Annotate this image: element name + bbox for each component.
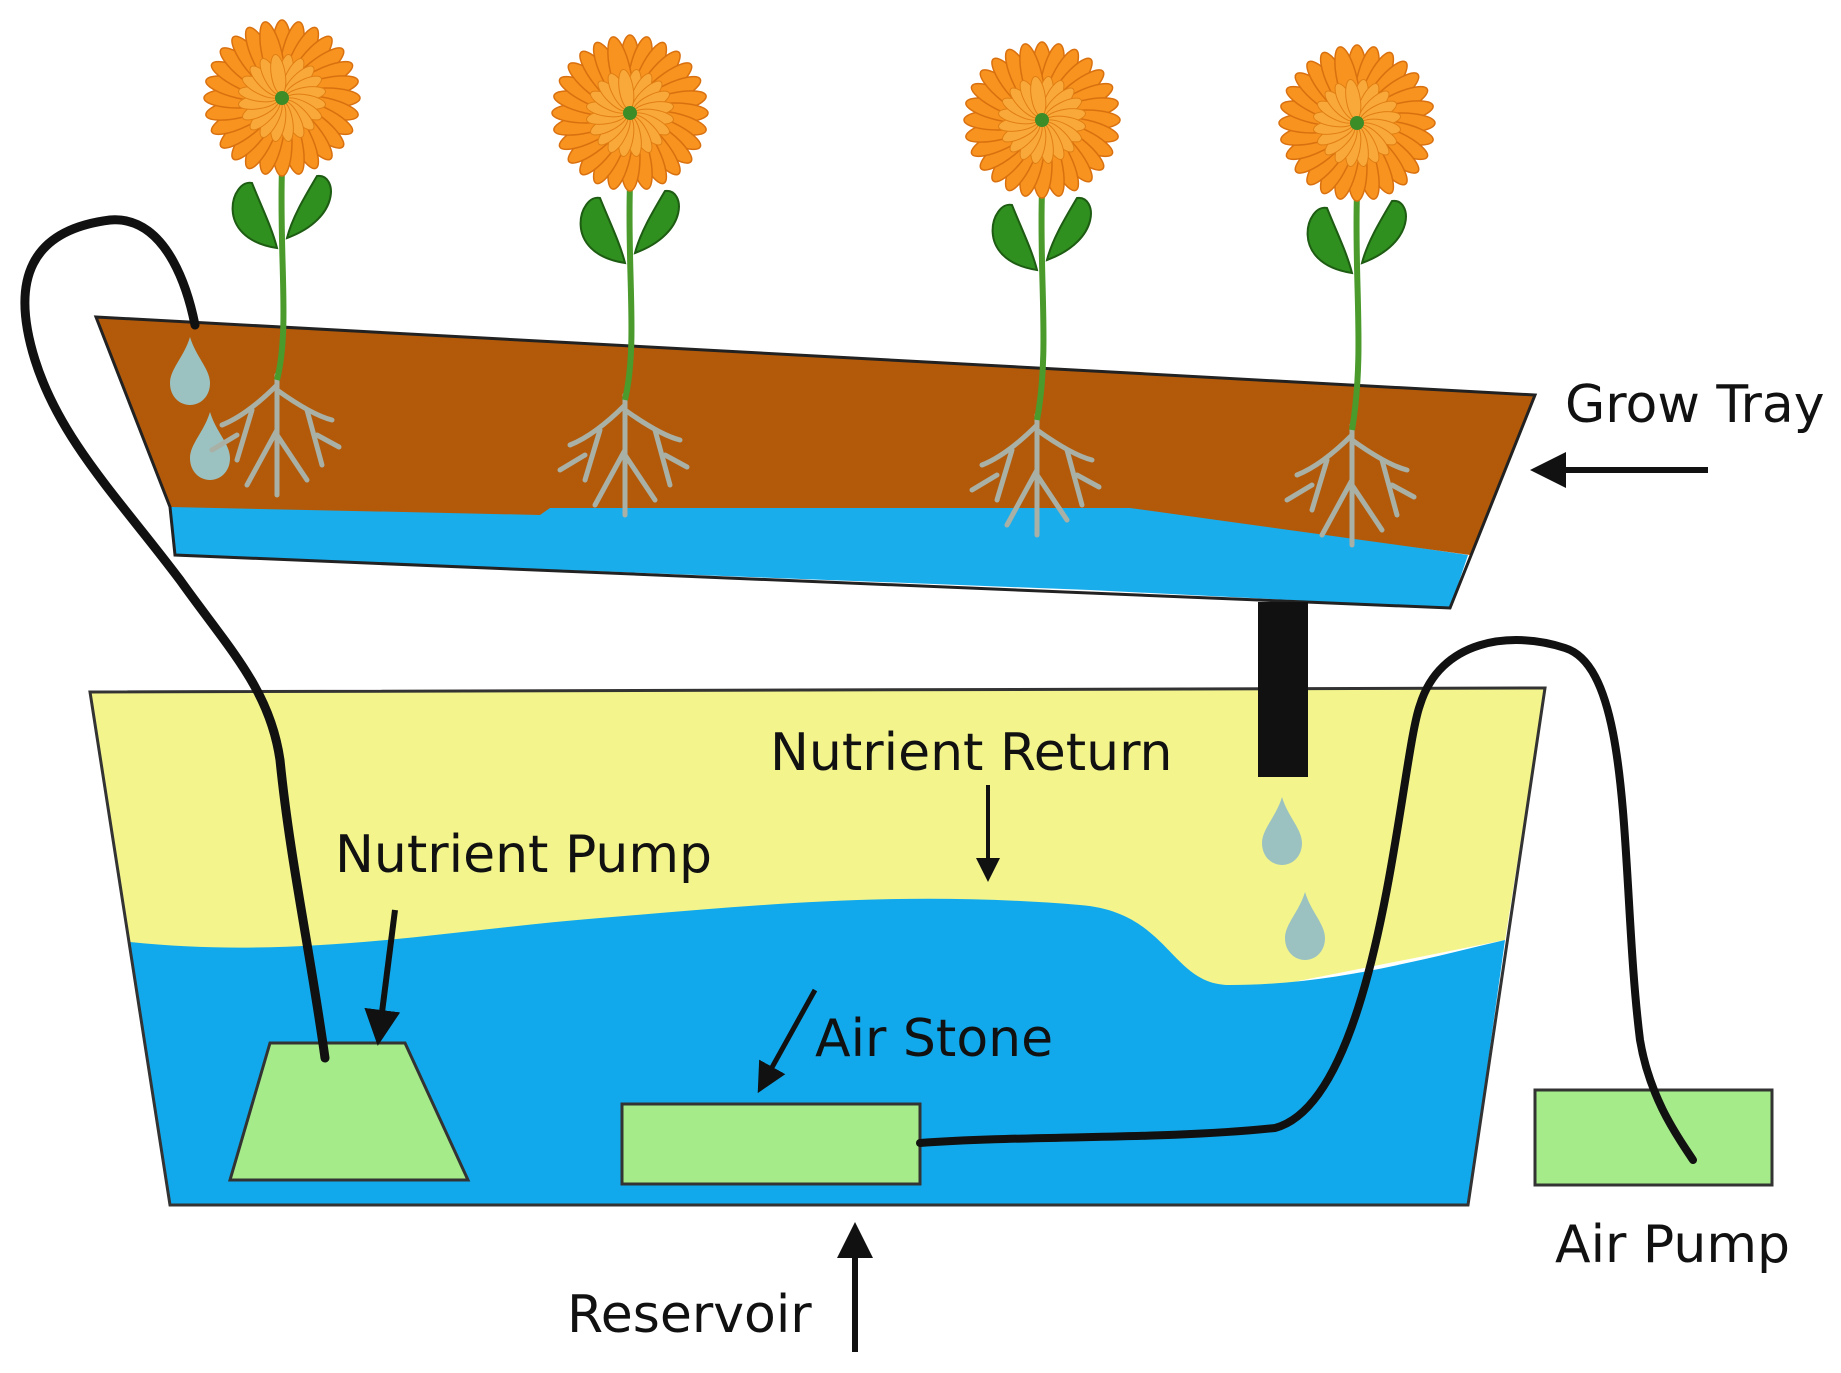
plant-roots (969, 412, 1102, 538)
grow-tray (93, 315, 1538, 610)
leaf-icon (633, 189, 680, 255)
plant (1278, 44, 1436, 548)
plant-stem (622, 182, 635, 401)
grow-tray-water (170, 505, 1468, 608)
plant (203, 19, 361, 498)
leaf-icon (579, 196, 627, 265)
grow-tray-label: Grow Tray (1565, 375, 1825, 435)
nutrient-pump-arrow (364, 909, 401, 1046)
plant (963, 41, 1121, 538)
plant-stem (1034, 189, 1047, 421)
reservoir-outline (88, 686, 1547, 1207)
air-stone (620, 1102, 922, 1186)
flower-icon (551, 34, 709, 192)
reservoir (88, 686, 1547, 1207)
plant-roots (1284, 422, 1417, 548)
nutrient-return-pipe (1258, 602, 1308, 777)
flower-icon (963, 41, 1121, 199)
leaf-icon (991, 203, 1039, 272)
air-stone-label: Air Stone (815, 1009, 1053, 1069)
plant (551, 34, 709, 518)
reservoir-water-layer (130, 898, 1505, 1205)
plant-roots (557, 392, 690, 518)
leaf-icon (285, 174, 332, 240)
nutrient-pump-label: Nutrient Pump (335, 825, 712, 885)
leaf-icon (1045, 196, 1092, 262)
nutrient-return-label: Nutrient Return (770, 723, 1173, 783)
air-pump (1533, 1088, 1774, 1187)
air-pump-label: Air Pump (1555, 1215, 1790, 1275)
water-drop-icon (190, 412, 230, 480)
plant-roots (209, 372, 342, 498)
grow-tray-outline (93, 315, 1538, 610)
air-stone-arrow (757, 988, 818, 1094)
leaf-icon (231, 181, 279, 250)
plant-stem (1349, 192, 1362, 431)
reservoir-label: Reservoir (567, 1285, 812, 1345)
drops (170, 337, 1325, 960)
water-drop-icon (170, 337, 210, 405)
nutrient-pump (227, 1041, 471, 1182)
flower-icon (203, 19, 361, 177)
flower-icon (1278, 44, 1436, 202)
leaf-icon (1360, 199, 1407, 265)
leaf-icon (1306, 206, 1354, 275)
water-drop-icon (1285, 892, 1325, 960)
water-drop-icon (1262, 797, 1302, 865)
plant-stem (274, 167, 287, 381)
plants (203, 19, 1436, 548)
air-supply-tube (916, 636, 1697, 1164)
nutrient-supply-tube (20, 215, 330, 1063)
